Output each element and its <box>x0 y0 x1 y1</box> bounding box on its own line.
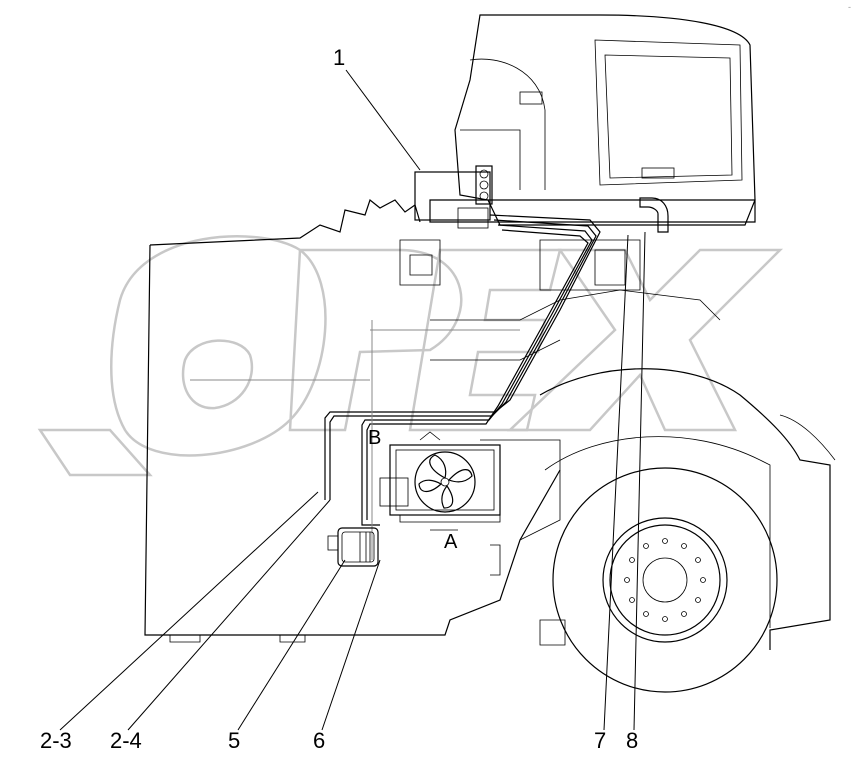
fender-and-wheel <box>539 368 836 693</box>
view-marker-a: A <box>444 531 458 553</box>
leader-lines <box>59 69 646 731</box>
condenser-with-fan <box>379 431 501 523</box>
refrigerant-lines <box>324 214 601 526</box>
callout-1: 1 <box>333 45 345 70</box>
corner-mark: - <box>848 2 851 12</box>
callout-2-3: 2-3 <box>40 728 72 753</box>
cab <box>429 14 756 233</box>
callout-8: 8 <box>626 728 638 753</box>
compressor <box>327 527 379 567</box>
callout-7: 7 <box>594 728 606 753</box>
callout-6: 6 <box>313 728 325 753</box>
machine-frame <box>144 198 721 643</box>
callout-5: 5 <box>228 728 240 753</box>
evaporator-unit <box>414 165 493 229</box>
wheel-bolts <box>624 538 706 622</box>
callout-2-4: 2-4 <box>110 728 142 753</box>
view-marker-b: B <box>368 427 381 449</box>
